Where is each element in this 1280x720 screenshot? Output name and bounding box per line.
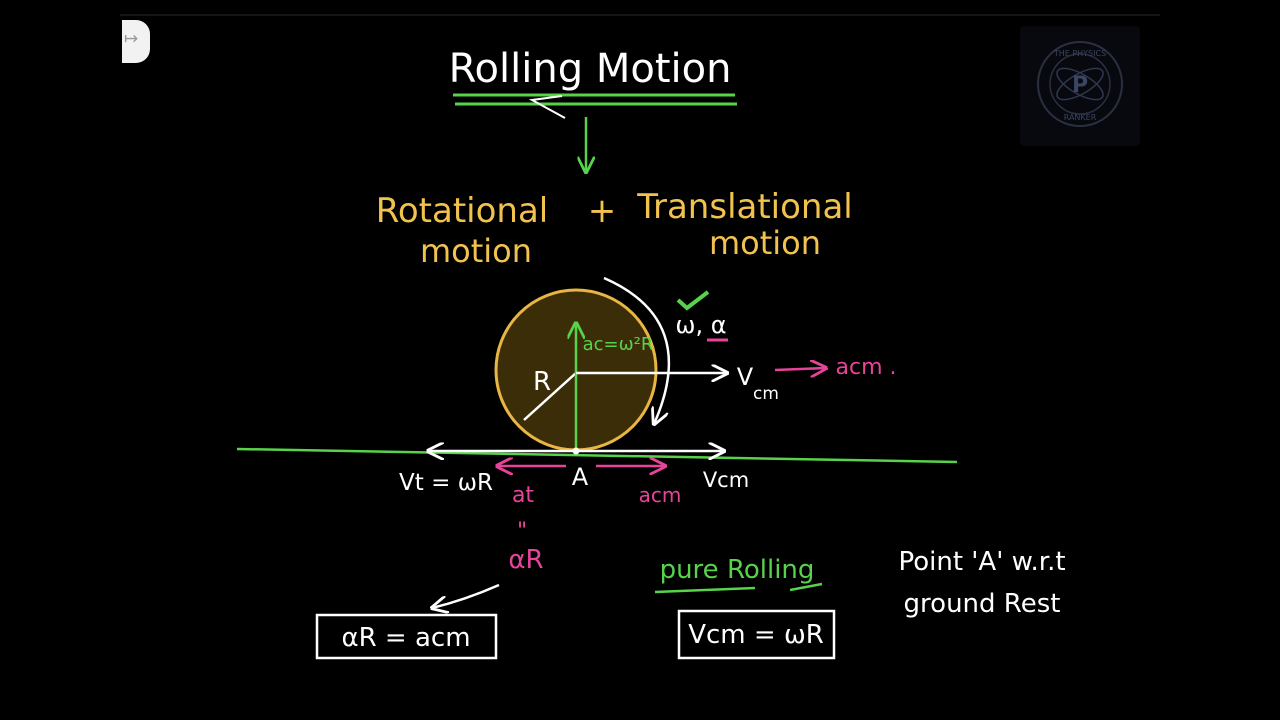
acm-top-arrow (774, 368, 826, 370)
alpha-r-label: αR (508, 545, 543, 575)
note-line2: ground Rest (904, 589, 1061, 619)
equals-mark: " (517, 519, 527, 544)
acm-bottom-label: acm (639, 483, 682, 507)
physics-ranker-logo: P THE PHYSICS RANKER (1020, 26, 1140, 146)
radius-line (523, 372, 577, 421)
vcm-box-text: Vcm = ωR (688, 620, 824, 650)
vt-label: Vt = ωR (399, 470, 493, 496)
vcm-box (677, 609, 836, 660)
vcm-top-sub: cm (753, 384, 779, 404)
check-mark (676, 290, 710, 311)
vcm-bottom-label: Vcm (703, 468, 749, 492)
alpha-r-box-text: αR = acm (341, 623, 470, 653)
point-a-label: A (572, 463, 589, 491)
centripetal-label: ac=ω²R (583, 334, 654, 355)
acm-top-label: acm . (836, 355, 897, 380)
translational-line2: motion (709, 224, 821, 262)
translational-line1: Translational (636, 187, 853, 227)
pure-rolling-underline (654, 582, 823, 594)
pure-rolling-text: pure Rolling (660, 555, 815, 585)
rotational-line1: Rotational (376, 191, 548, 231)
side-panel-tab[interactable]: ↦ (122, 20, 150, 63)
logo-letter: P (1072, 73, 1088, 98)
rotational-line2: motion (420, 232, 532, 270)
note-line1: Point 'A' w.r.t (898, 547, 1065, 577)
plus-sign: + (588, 191, 617, 231)
underline-scribble (528, 95, 566, 119)
vcm-top-v: V (737, 363, 754, 391)
contact-point (572, 447, 580, 455)
at-label: at (512, 483, 534, 508)
omega-alpha-label: ω, α (675, 311, 726, 339)
ground-line (236, 447, 958, 464)
logo-text-bottom: RANKER (1064, 113, 1097, 122)
curved-arrow (432, 583, 500, 608)
alpha-r-box (315, 613, 498, 660)
arrow-right-icon: ↦ (124, 29, 139, 49)
rotation-arc (603, 276, 671, 424)
radius-label: R (533, 367, 551, 397)
logo-text-top: THE PHYSICS (1053, 49, 1106, 58)
title-text: Rolling Motion (449, 46, 732, 92)
